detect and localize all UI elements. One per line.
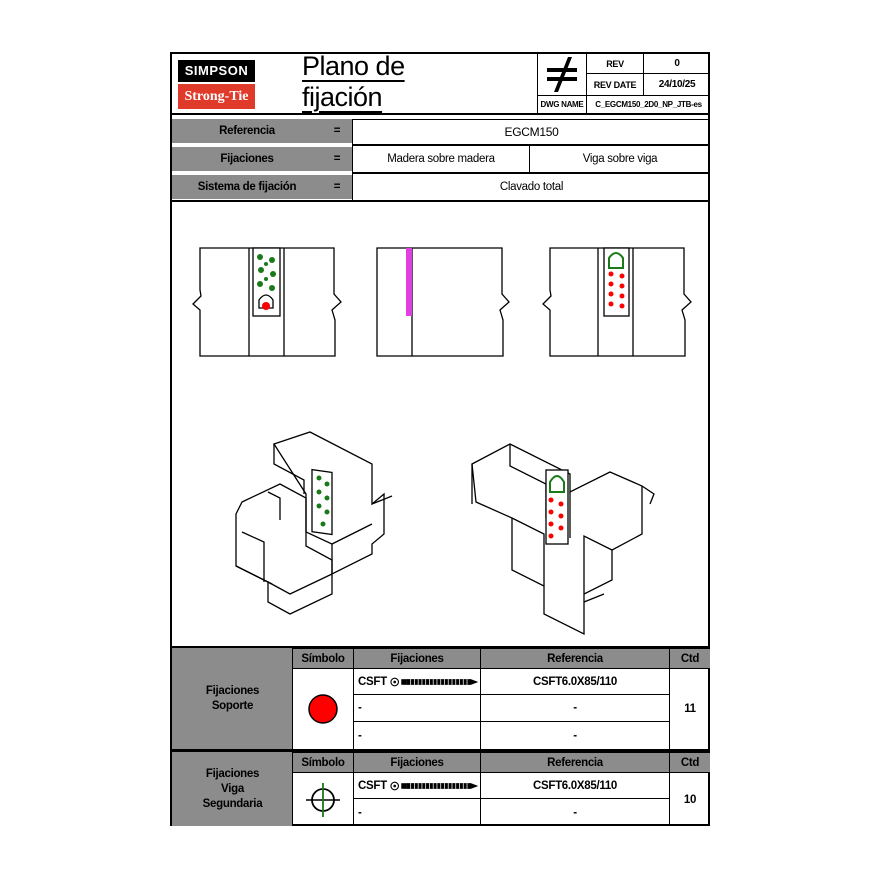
soporte-col-simbolo: Símbolo: [292, 648, 354, 669]
rev-label: REV: [586, 54, 644, 74]
referencia-value: EGCM150: [352, 119, 710, 145]
soporte-row-1-referencia: CSFT6.0X85/110: [480, 668, 670, 695]
table-separator-line: [172, 749, 708, 752]
viga-row-2-fijacion: -: [353, 798, 481, 826]
red-dot-icon: [308, 694, 338, 724]
soporte-row-2-fijacion: -: [353, 694, 481, 722]
front-view-support: [192, 247, 342, 357]
sistema-label: Sistema de fijación: [172, 175, 322, 199]
logo: SIMPSON Strong-Tie: [178, 60, 255, 109]
symbol-cell: [537, 54, 587, 96]
dwg-name-label: DWG NAME: [537, 95, 587, 114]
fijaciones-value-2: Viga sobre viga: [529, 145, 710, 173]
soporte-row-3-fijacion: -: [353, 721, 481, 750]
screw-icon: [390, 781, 479, 790]
viga-symbol-cell: [292, 772, 354, 826]
fijaciones-value-1: Madera sobre madera: [352, 145, 530, 173]
viga-col-fijaciones: Fijaciones: [353, 752, 481, 773]
drawing-sheet: SIMPSON Strong-Tie Plano de fijación DWG…: [170, 51, 710, 826]
fijaciones-equals: =: [322, 147, 352, 171]
soporte-symbol-cell: [292, 668, 354, 750]
soporte-row-1-fijacion-label: CSFT: [358, 675, 387, 688]
soporte-ctd-value: 11: [669, 668, 710, 750]
info-bottom-line: [172, 200, 708, 202]
page-title: Plano de fijación: [302, 51, 405, 112]
viga-group-label: Fijaciones Viga Segundaria: [172, 752, 293, 826]
viga-ctd-value: 10: [669, 772, 710, 826]
front-view-beam: [542, 247, 692, 357]
logo-strongtie: Strong-Tie: [178, 84, 255, 109]
green-fastener-marks: [257, 254, 276, 291]
info-top-line: [172, 113, 708, 115]
logo-simpson: SIMPSON: [178, 60, 255, 82]
viga-col-simbolo: Símbolo: [292, 752, 354, 773]
soporte-col-ctd: Ctd: [669, 648, 710, 669]
not-equal-icon: [547, 57, 577, 92]
soporte-row-2-referencia: -: [480, 694, 670, 722]
viga-col-referencia: Referencia: [480, 752, 670, 773]
soporte-row-3-referencia: -: [480, 721, 670, 750]
viga-row-1-referencia: CSFT6.0X85/110: [480, 772, 670, 799]
referencia-label: Referencia: [172, 119, 322, 143]
red-fastener-marks: [608, 271, 625, 309]
rev-date-label: REV DATE: [586, 73, 644, 96]
rev-value: 0: [643, 54, 710, 74]
referencia-equals: =: [322, 119, 352, 143]
soporte-col-referencia: Referencia: [480, 648, 670, 669]
side-view: [376, 247, 510, 357]
dwg-name-value: C_EGCM150_2D0_NP_JTB-es: [586, 95, 710, 114]
fijaciones-label: Fijaciones: [172, 147, 322, 171]
table-top-line: [172, 646, 708, 648]
viga-col-ctd: Ctd: [669, 752, 710, 773]
rev-date-value: 24/10/25: [643, 73, 710, 96]
sistema-value: Clavado total: [352, 173, 710, 201]
viga-row-2-referencia: -: [480, 798, 670, 826]
soporte-col-fijaciones: Fijaciones: [353, 648, 481, 669]
viga-row-1-fijacion-label: CSFT: [358, 779, 387, 792]
screw-icon: [390, 677, 479, 686]
green-crosshair-icon: [306, 782, 340, 817]
drawing-views: [192, 247, 692, 636]
viga-row-1-fijacion: CSFT: [353, 772, 481, 799]
soporte-group-label: Fijaciones Soporte: [172, 648, 293, 750]
sistema-equals: =: [322, 175, 352, 199]
isometric-view-support: [235, 431, 393, 615]
isometric-view-beam: [471, 443, 655, 636]
soporte-row-1-fijacion: CSFT: [353, 668, 481, 695]
iso-green-marks: [316, 475, 330, 527]
iso-red-marks: [548, 497, 564, 539]
